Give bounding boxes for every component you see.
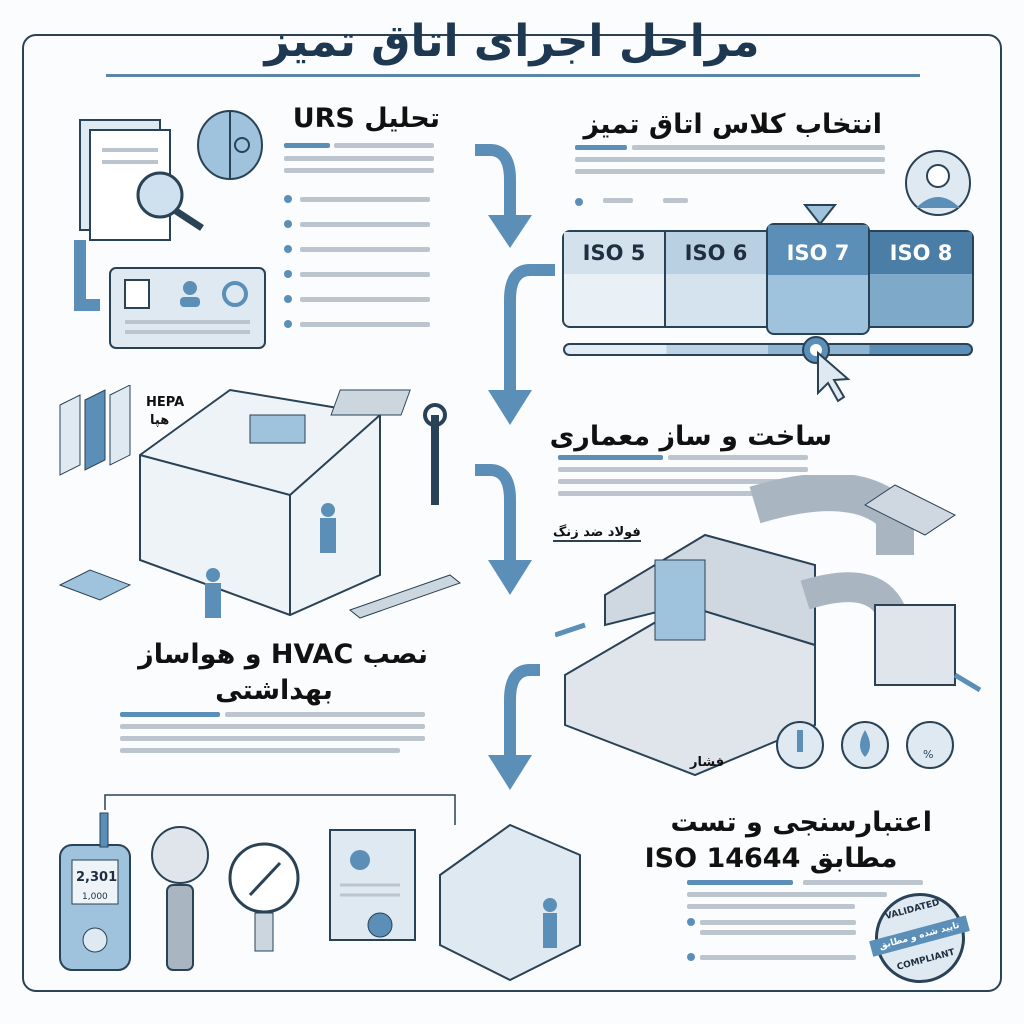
level-tool-icon xyxy=(348,574,462,619)
page-title: مراحل اجرای اتاق تمیز xyxy=(264,16,760,67)
pressure-label: فشار xyxy=(690,755,725,770)
filter-bank xyxy=(654,559,706,641)
meter-reading: 2,301 xyxy=(76,870,117,885)
anemometer-icon xyxy=(151,826,209,971)
pressure-gauge-icon: % xyxy=(906,721,954,769)
iso-6-option[interactable]: ISO 6 xyxy=(664,230,768,328)
air-handling-unit-illustration: % xyxy=(555,475,982,777)
hvac-heading-line2: بهداشتی xyxy=(215,675,333,706)
class-slider[interactable] xyxy=(563,343,973,356)
page-frame xyxy=(22,34,1002,992)
worker-icon xyxy=(206,568,220,582)
validation-heading-line2: مطابق ISO 14644 xyxy=(644,843,898,874)
hepa-panel xyxy=(249,414,306,444)
stainless-steel-label: فولاد ضد زنگ xyxy=(553,525,641,542)
pressure-gauge-icon xyxy=(228,842,300,952)
urs-heading: تحلیل URS xyxy=(292,103,440,134)
brain-icon xyxy=(197,110,263,180)
svg-text:%: % xyxy=(923,748,933,761)
user-icon xyxy=(183,281,197,295)
thermometer-icon xyxy=(776,721,824,769)
validation-heading-line1: اعتبارسنجی و تست xyxy=(670,807,932,838)
urs-illustration xyxy=(74,110,266,349)
filter-icon xyxy=(330,389,411,416)
hepa-label-en: HEPA xyxy=(146,395,185,410)
class-heading: انتخاب کلاس اتاق تمیز xyxy=(583,109,882,140)
meter-sub-reading: 1,000 xyxy=(82,892,108,902)
cleanroom-construction-illustration xyxy=(58,385,462,619)
certificate-icon xyxy=(329,829,416,941)
validation-tools-illustration: 2,301 1,000 xyxy=(59,794,581,982)
flow-arrow-icon xyxy=(74,240,100,311)
airflow-arrow-icon xyxy=(555,622,586,638)
gear-icon xyxy=(222,281,248,307)
flow-arrows xyxy=(475,144,555,790)
cursor-icon xyxy=(802,336,851,403)
test-room-icon xyxy=(439,823,581,982)
construction-heading: ساخت و ساز معماری xyxy=(549,421,832,452)
selection-marker-icon xyxy=(802,204,838,226)
hvac-heading-line1: نصب HVAC و هواساز xyxy=(138,639,428,670)
humidity-icon xyxy=(841,721,889,769)
clipboard-icon xyxy=(124,279,150,309)
iso-7-option-selected[interactable]: ISO 7 xyxy=(766,223,870,335)
title-divider xyxy=(106,74,920,77)
consultant-avatar xyxy=(905,150,971,216)
iso-5-option[interactable]: ISO 5 xyxy=(562,230,666,328)
hepa-label-fa: هپا xyxy=(150,413,170,428)
magnifier-icon xyxy=(136,171,204,231)
iso-8-option[interactable]: ISO 8 xyxy=(868,230,974,328)
